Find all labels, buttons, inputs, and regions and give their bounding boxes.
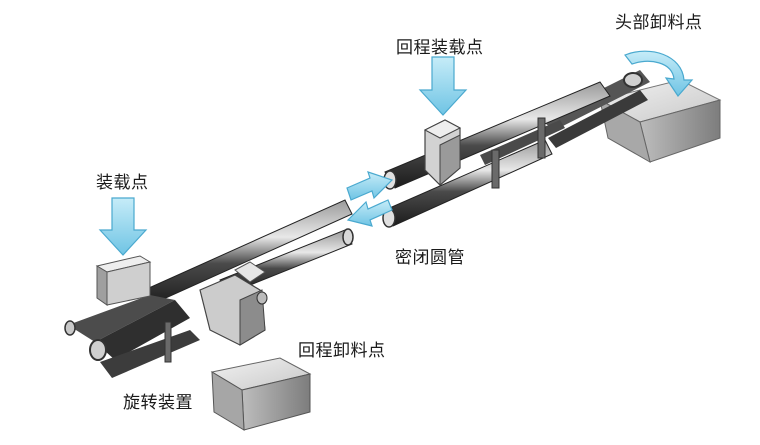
rotating-device-label: 旋转装置 (123, 388, 193, 413)
return-unloading-point-label: 回程卸料点 (298, 336, 386, 361)
return-loading-hopper (425, 120, 460, 185)
head-unloading-point-label: 头部卸料点 (615, 8, 703, 33)
down-arrow-icon (100, 198, 146, 255)
loading-point-label: 装载点 (96, 168, 149, 193)
closed-tube-label: 密闭圆管 (395, 243, 465, 268)
tail-belt (68, 295, 200, 378)
return-unloading-box (212, 358, 310, 430)
loading-box (97, 256, 150, 305)
return-loading-point-label: 回程装载点 (396, 33, 484, 58)
head-pulley (624, 73, 642, 87)
down-arrow-icon (420, 57, 466, 115)
